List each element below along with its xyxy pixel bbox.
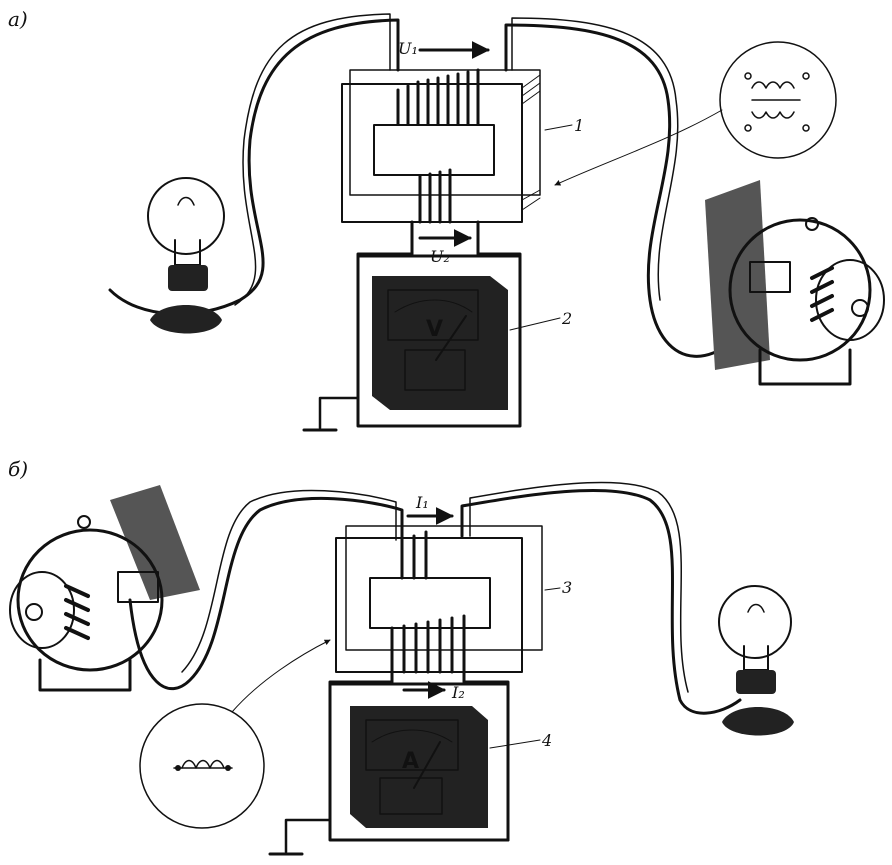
primary-leads-b — [128, 481, 742, 715]
primary-winding — [396, 68, 480, 126]
secondary-leads-b — [328, 670, 510, 842]
core-laminations — [521, 74, 541, 211]
callout-1-leader — [544, 124, 573, 131]
callout-1: 1 — [574, 116, 584, 135]
callout-3-leader — [544, 587, 561, 591]
belt-b — [110, 485, 200, 600]
voltmeter-body — [372, 276, 508, 410]
ground-icon — [302, 396, 360, 432]
voltmeter-dial — [387, 289, 479, 341]
ammeter-icon: A 4 — [328, 682, 552, 842]
generator-icon-b — [9, 485, 200, 692]
current-transformer: I₁ I₂ 3 — [335, 493, 572, 702]
callout-2: 2 — [561, 309, 572, 328]
ammeter-terminals — [379, 777, 443, 815]
belt — [705, 180, 770, 370]
transformer-core-icon — [341, 83, 523, 223]
generator-icon — [705, 180, 885, 386]
callout-4: 4 — [541, 731, 552, 750]
current-secondary-label: I₂ — [451, 683, 465, 702]
voltage-transformer: U₁ U₂ 1 — [341, 39, 584, 266]
winding-symbol-icon-b — [139, 639, 331, 829]
primary-winding-b — [400, 530, 428, 580]
secondary-winding-b — [390, 614, 466, 674]
voltmeter-needle — [435, 315, 467, 361]
lamp-icon — [147, 177, 225, 334]
lamp-icon-b — [718, 585, 794, 736]
callout-4-leader — [489, 739, 541, 749]
winding-symbol-icon — [554, 41, 837, 186]
callout-2-leader — [509, 317, 561, 331]
core-window — [373, 124, 495, 176]
panel-a-label: а) — [8, 7, 28, 31]
callout-3: 3 — [562, 578, 572, 597]
ammeter-symbol: A — [402, 749, 419, 774]
voltmeter-icon: V 2 — [356, 254, 572, 428]
voltmeter-terminals — [404, 349, 466, 391]
ground-icon-b — [268, 818, 332, 856]
secondary-leads — [356, 220, 522, 422]
secondary-winding — [418, 168, 452, 224]
ammeter-dial — [365, 719, 459, 771]
ammeter-body — [350, 706, 488, 828]
voltage-primary-label: U₁ — [398, 39, 418, 58]
panel-a: а) U₁ U₂ — [8, 7, 885, 432]
current-primary-label: I₁ — [415, 493, 429, 512]
ammeter-needle — [413, 741, 441, 789]
panel-b-label: б) — [8, 457, 28, 481]
core-lamination-outline — [349, 69, 541, 196]
voltmeter-symbol: V — [426, 317, 443, 342]
generator-housing — [728, 218, 872, 362]
panel-b: б) I₁ I₂ 3 — [8, 457, 794, 856]
